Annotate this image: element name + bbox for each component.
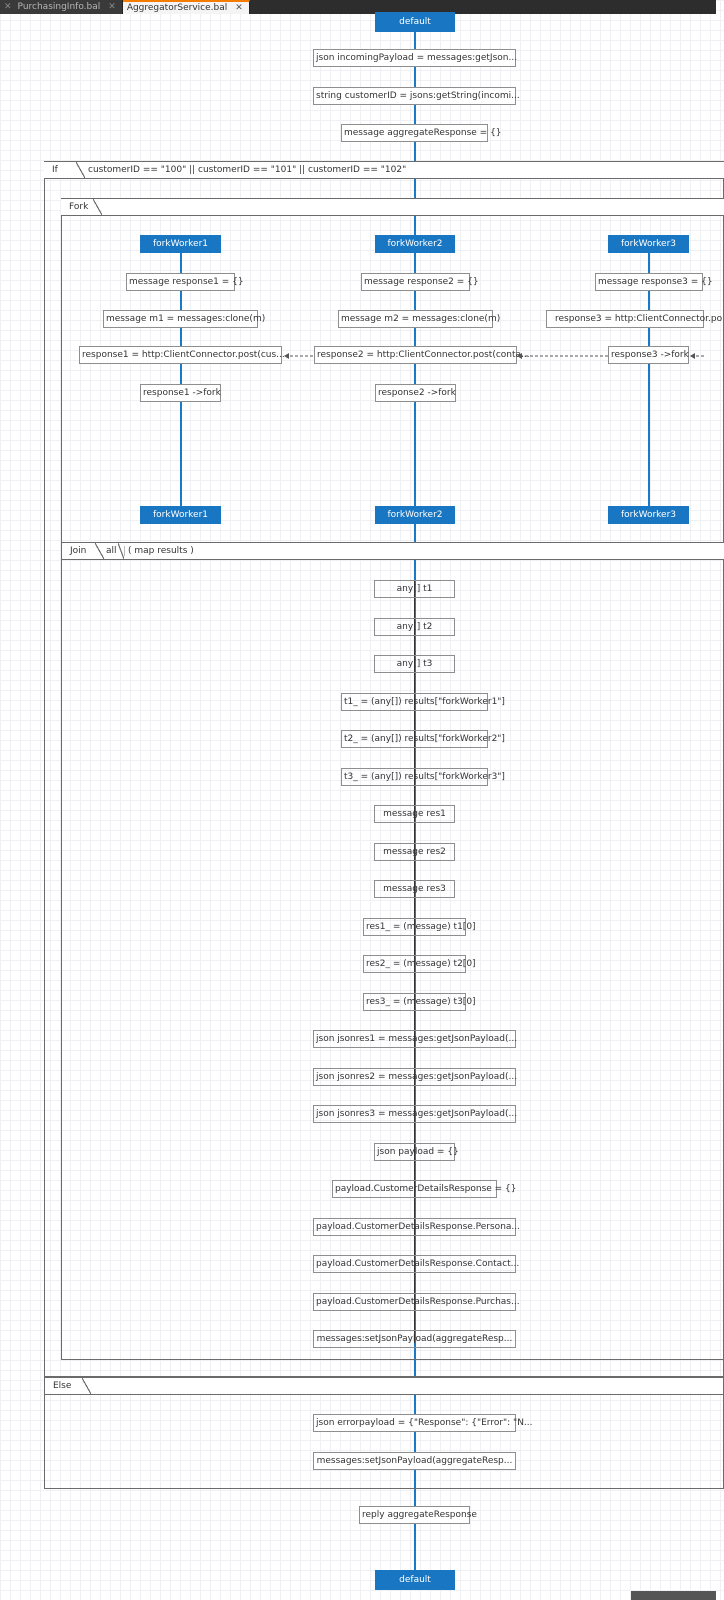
worker1-statement-post[interactable]: response1 = http:ClientConnector.post(cu… <box>79 346 285 364</box>
else-statement-errorpayload[interactable]: json errorpayload = {"Response": {"Error… <box>313 1414 533 1432</box>
fork-worker1-end[interactable]: forkWorker1 <box>140 506 221 524</box>
worker2-statement-response2[interactable]: message response2 = {} <box>361 273 479 291</box>
join-keyword-divider <box>95 543 104 559</box>
close-icon[interactable]: ✕ <box>235 3 243 13</box>
worker2-statement-reply-fork[interactable]: response2 ->fork <box>375 384 456 402</box>
else-statement-setjsonpayload[interactable]: messages:setJsonPayload(aggregateResp... <box>313 1452 516 1470</box>
editor-tab-bar: ✕ PurchasingInfo.bal ✕ AggregatorService… <box>0 0 716 14</box>
join-statement[interactable]: any[] t2 <box>374 617 455 636</box>
join-type-divider <box>118 543 124 559</box>
if-condition[interactable]: customerID == "100" || customerID == "10… <box>88 165 407 175</box>
join-statement[interactable]: t2_ = (any[]) results["forkWorker2"] <box>341 730 505 748</box>
statement-aggregate-response[interactable]: message aggregateResponse = {} <box>341 124 502 142</box>
join-statement[interactable]: res2_ = (message) t2[0] <box>363 955 476 973</box>
worker2-statement-post[interactable]: response2 = http:ClientConnector.post(co… <box>314 346 530 364</box>
arrowhead-worker1 <box>284 353 289 359</box>
fork-worker1-lifeline <box>180 244 182 512</box>
arrowhead-worker2 <box>517 353 522 359</box>
worker3-statement-reply-fork[interactable]: response3 ->fork <box>608 346 689 364</box>
else-keyword[interactable]: Else <box>45 1378 85 1394</box>
join-statement[interactable]: message res1 <box>374 805 455 823</box>
worker3-statement-response3[interactable]: message response3 = {} <box>595 273 713 291</box>
join-statement[interactable]: res3_ = (message) t3[0] <box>363 992 476 1011</box>
join-statement[interactable]: any[] t1 <box>374 580 455 598</box>
join-statement[interactable]: json jsonres2 = messages:getJsonPayload(… <box>313 1067 517 1086</box>
join-statement[interactable]: json jsonres3 = messages:getJsonPayload(… <box>313 1105 517 1123</box>
worker3-statement-post[interactable]: response3 = http:ClientConnector.po <box>546 310 722 328</box>
tab-aggregatorservice[interactable]: AggregatorService.bal ✕ <box>122 0 250 14</box>
fork-keyword[interactable]: Fork <box>61 199 95 215</box>
resource-end-default[interactable]: default <box>375 1570 455 1590</box>
join-statement[interactable]: payload.CustomerDetailsResponse.Purchas.… <box>313 1292 520 1311</box>
join-statement[interactable]: payload.CustomerDetailsResponse.Persona.… <box>313 1217 520 1236</box>
tab-label: AggregatorService.bal <box>126 3 228 13</box>
join-keyword[interactable]: Join <box>62 543 98 559</box>
join-param-divider <box>124 546 125 556</box>
join-statement[interactable]: json jsonres1 = messages:getJsonPayload(… <box>313 1030 517 1048</box>
if-header: If customerID == "100" || customerID == … <box>44 161 724 179</box>
join-type[interactable]: all <box>106 546 117 556</box>
worker2-statement-clone[interactable]: message m2 = messages:clone(m) <box>338 310 500 328</box>
fork-worker1-start[interactable]: forkWorker1 <box>140 235 221 253</box>
else-block[interactable] <box>44 1377 724 1489</box>
fork-worker2-end[interactable]: forkWorker2 <box>375 506 455 524</box>
join-statement[interactable]: message res2 <box>374 842 455 861</box>
horizontal-scrollbar-thumb[interactable] <box>631 1591 716 1600</box>
fork-header: Fork <box>61 198 724 216</box>
worker1-statement-reply-fork[interactable]: response1 ->fork <box>140 384 221 402</box>
tab-label: PurchasingInfo.bal <box>17 2 101 12</box>
join-statement[interactable]: messages:setJsonPayload(aggregateResp... <box>313 1330 516 1348</box>
join-lifeline <box>414 580 415 1343</box>
join-statement[interactable]: payload.CustomerDetailsResponse = {} <box>332 1180 517 1198</box>
if-keyword-divider <box>76 162 85 178</box>
resource-lifeline <box>414 32 416 1572</box>
statement-incoming-payload[interactable]: json incomingPayload = messages:getJson.… <box>313 49 517 67</box>
resource-start-default[interactable]: default <box>375 12 455 32</box>
close-icon[interactable]: ✕ <box>4 2 12 12</box>
join-statement[interactable]: json payload = {} <box>374 1142 459 1161</box>
join-header: Join all ( map results ) <box>61 542 724 560</box>
worker1-statement-clone[interactable]: message m1 = messages:clone(m) <box>103 310 265 328</box>
join-statement[interactable]: t1_ = (any[]) results["forkWorker1"] <box>341 692 505 711</box>
join-param[interactable]: ( map results ) <box>128 546 194 556</box>
else-keyword-divider <box>82 1378 91 1394</box>
arrowhead-worker3 <box>690 353 695 359</box>
statement-customer-id[interactable]: string customerID = jsons:getString(inco… <box>313 87 520 105</box>
fork-worker3-end[interactable]: forkWorker3 <box>608 506 689 524</box>
join-statement[interactable]: payload.CustomerDetailsResponse.Contact.… <box>313 1255 519 1273</box>
join-statement[interactable]: any[] t3 <box>374 655 455 673</box>
tab-purchasinginfo[interactable]: ✕ PurchasingInfo.bal ✕ <box>0 0 123 14</box>
if-keyword[interactable]: If <box>44 162 78 178</box>
fork-worker2-start[interactable]: forkWorker2 <box>375 235 455 253</box>
join-statement[interactable]: message res3 <box>374 880 455 898</box>
statement-reply[interactable]: reply aggregateResponse <box>359 1506 477 1524</box>
worker1-statement-response1[interactable]: message response1 = {} <box>126 273 244 291</box>
fork-worker3-start[interactable]: forkWorker3 <box>608 235 689 253</box>
else-header: Else <box>44 1377 724 1395</box>
fork-keyword-divider <box>93 199 102 215</box>
join-statement[interactable]: t3_ = (any[]) results["forkWorker3"] <box>341 767 505 786</box>
join-statement[interactable]: res1_ = (message) t1[0] <box>363 917 476 936</box>
fork-worker3-lifeline <box>648 244 650 512</box>
close-icon[interactable]: ✕ <box>108 2 116 12</box>
